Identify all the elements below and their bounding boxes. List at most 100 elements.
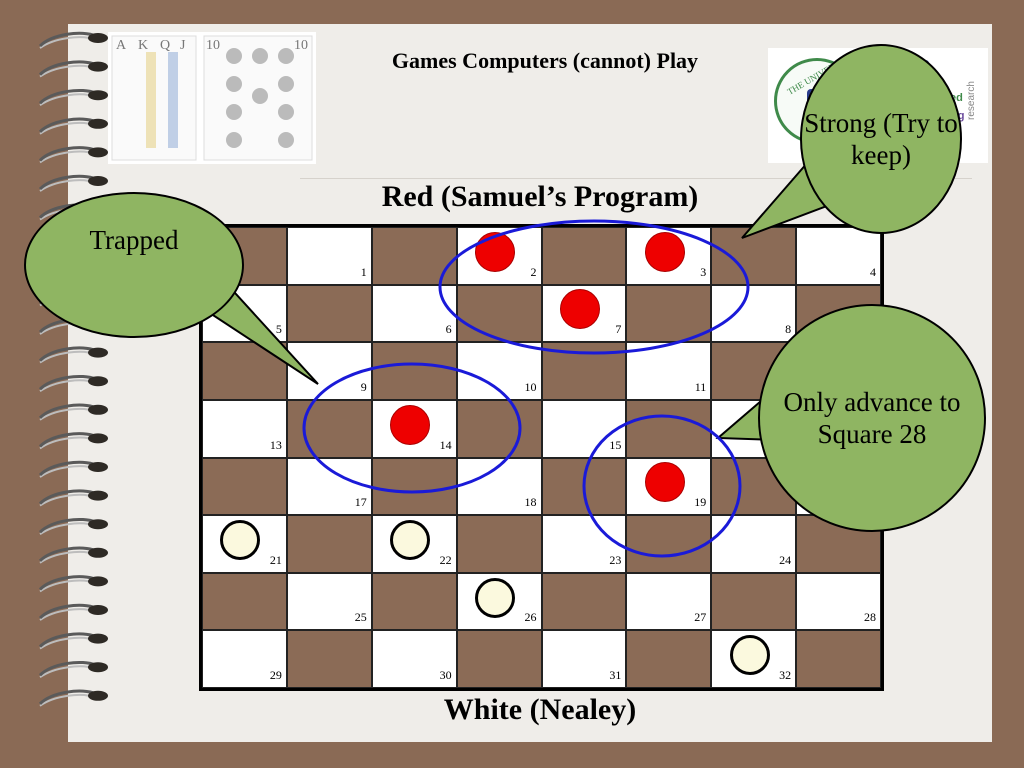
dark-square (286, 515, 372, 573)
dark-square (541, 572, 627, 631)
dark-square (286, 630, 372, 688)
spiral-ring (38, 575, 108, 593)
square-number: 19 (694, 495, 707, 510)
square-number: 10 (524, 379, 537, 394)
board-square: 29 (202, 630, 287, 688)
board-square: 6 (371, 284, 457, 343)
spiral-ring (38, 546, 108, 564)
spiral-ring (38, 603, 108, 621)
board-square: 22 (371, 515, 457, 573)
board-square: 28 (796, 572, 881, 631)
dark-square (456, 630, 542, 688)
spiral-ring (38, 460, 108, 478)
card-letter: K (138, 38, 149, 53)
square-number: 3 (700, 264, 707, 279)
square-number: 18 (524, 495, 537, 510)
board-square: 7 (541, 284, 627, 343)
spiral-ring (38, 60, 108, 78)
dark-square (626, 284, 712, 343)
trapped-callout: Trapped (24, 192, 244, 338)
board-square: 11 (626, 342, 712, 400)
spiral-ring (38, 31, 108, 49)
back-row-highlight-ring (438, 219, 750, 355)
square-number: 32 (779, 668, 792, 682)
only-advance-callout: Only advance to Square 28 (758, 304, 986, 532)
playing-cards-image: A K Q J 10 10 (108, 32, 316, 164)
board-square: 1 (286, 227, 372, 285)
dark-square (371, 457, 457, 516)
square-number: 2 (530, 264, 537, 279)
advance-piece-highlight-ring (582, 414, 742, 558)
board-square: 3 (626, 227, 712, 285)
square-number: 11 (694, 379, 707, 394)
board-square: 21 (202, 515, 287, 573)
white-checker-piece (729, 635, 770, 676)
square-number: 14 (439, 437, 452, 452)
dark-square (626, 630, 712, 688)
white-player-heading: White (Nealey) (443, 693, 637, 726)
spiral-ring (38, 689, 108, 707)
slide-title: Games Computers (cannot) Play (391, 48, 699, 73)
strong-callout: Strong (Try to keep) (800, 44, 962, 234)
board-square: 25 (286, 572, 372, 631)
square-number: 30 (439, 668, 452, 682)
red-checker-piece (644, 462, 685, 503)
board-square: 30 (371, 630, 457, 688)
header-divider (300, 178, 972, 179)
dark-square (371, 342, 457, 400)
dark-square (202, 572, 287, 631)
board-square: 26 (456, 572, 542, 631)
red-checker-piece (559, 289, 600, 330)
card-letter: A (116, 38, 127, 53)
spiral-ring (38, 403, 108, 421)
spiral-ring (38, 174, 108, 192)
board-square: 8 (711, 284, 797, 343)
board-square: 19 (626, 457, 712, 516)
dark-square (456, 284, 542, 343)
red-player-heading: Red (Samuel’s Program) (381, 180, 699, 213)
dark-square (711, 572, 797, 631)
board-square: 31 (541, 630, 627, 688)
card-letter: 10 (294, 38, 308, 53)
square-number: 28 (864, 610, 876, 625)
dark-square (286, 399, 372, 458)
card-letter: Q (160, 38, 171, 53)
square-number: 23 (609, 552, 622, 567)
square-number: 31 (609, 668, 622, 682)
square-number: 24 (779, 552, 792, 567)
board-square: 14 (371, 399, 457, 458)
board-square: 15 (541, 399, 627, 458)
dark-square (456, 399, 542, 458)
square-number: 4 (870, 264, 876, 279)
spiral-ring (38, 375, 108, 393)
board-square: 27 (626, 572, 712, 631)
spiral-ring (38, 432, 108, 450)
dark-square (541, 227, 627, 285)
red-checker-piece (644, 231, 685, 272)
spiral-ring (38, 489, 108, 507)
dark-square (456, 515, 542, 573)
red-checker-piece (390, 404, 431, 445)
dark-square (202, 457, 287, 516)
dark-square (711, 227, 797, 285)
square-number: 13 (269, 437, 282, 452)
red-checker-piece (475, 231, 516, 272)
square-number: 5 (275, 322, 282, 337)
square-number: 6 (445, 322, 452, 337)
board-square: 4 (796, 227, 881, 285)
square-number: 21 (269, 552, 282, 567)
spiral-ring (38, 146, 108, 164)
square-number: 25 (354, 610, 367, 625)
checkers-board: 1234567891011121314151617181920212223242… (199, 224, 884, 691)
white-checker-piece (475, 577, 516, 618)
board-square: 13 (202, 399, 287, 458)
board-square: 17 (286, 457, 372, 516)
square-number: 8 (785, 322, 792, 337)
square-number: 22 (439, 552, 452, 567)
spiral-ring (38, 661, 108, 679)
square-number: 26 (524, 610, 537, 625)
card-letter: J (180, 38, 186, 53)
white-checker-piece (390, 519, 431, 560)
spiral-ring (38, 346, 108, 364)
